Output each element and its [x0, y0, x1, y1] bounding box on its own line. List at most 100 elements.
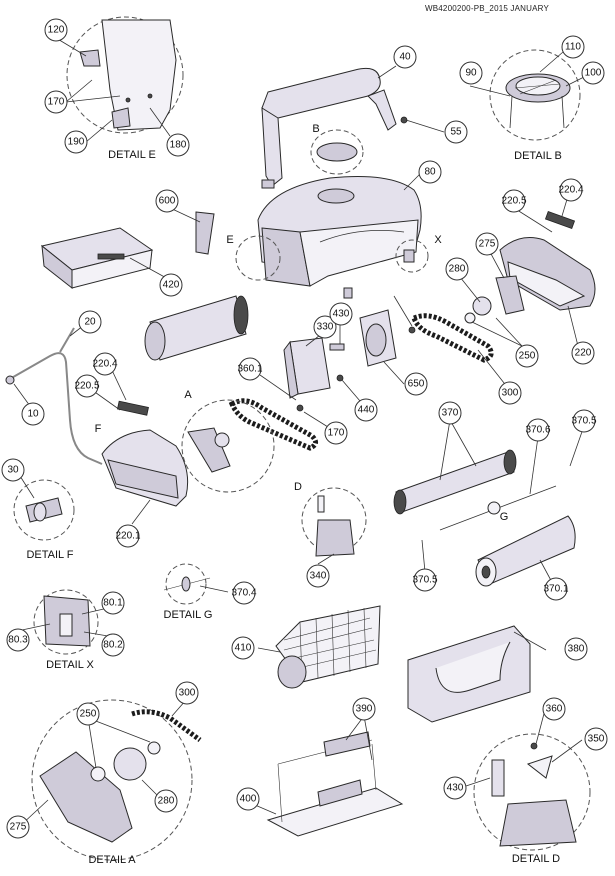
- standoff-part: [509, 95, 513, 129]
- callout-370: 370: [438, 401, 462, 425]
- pin-430-detail-part: [491, 759, 505, 797]
- clip-x-detail-part: [59, 613, 73, 637]
- filter-frame-400: [266, 731, 404, 837]
- svg-text:250: 250: [519, 351, 536, 362]
- screw-440-part: [336, 374, 344, 382]
- svg-text:370.5: 370.5: [571, 416, 596, 427]
- callout-600: 600: [155, 189, 179, 213]
- switch-600-part: [195, 211, 215, 255]
- view-letter-a: A: [184, 389, 192, 401]
- screw-360-part: [530, 742, 538, 750]
- brush-sleeve-370-1: [475, 515, 576, 587]
- svg-text:390: 390: [356, 704, 373, 715]
- view-letter-b: B: [312, 123, 319, 135]
- detail-a-circle: [31, 699, 193, 861]
- cable-nut-part: [33, 502, 47, 522]
- svg-text:280: 280: [449, 264, 466, 275]
- power-cable-part: [59, 327, 75, 353]
- svg-text:180: 180: [170, 140, 187, 151]
- svg-text:360.1: 360.1: [237, 364, 262, 375]
- svg-text:330: 330: [317, 322, 334, 333]
- callout-180: 180: [166, 133, 190, 157]
- callout-190: 190: [64, 130, 88, 154]
- callout-370-5-upper: 370.5: [571, 409, 597, 433]
- svg-text:90: 90: [465, 68, 477, 79]
- svg-text:55: 55: [450, 127, 462, 138]
- callout-370-4: 370.4: [231, 581, 257, 605]
- housing-hole-part: [317, 188, 355, 204]
- svg-text:80.3: 80.3: [8, 635, 28, 646]
- housing-contour: [319, 229, 405, 243]
- gear-280-part: [472, 296, 492, 316]
- svg-text:650: 650: [408, 379, 425, 390]
- callout-370-5-lower: 370.5: [412, 568, 438, 592]
- svg-text:100: 100: [585, 68, 602, 79]
- svg-text:360: 360: [546, 704, 563, 715]
- callout-220-4-left: 220.4: [92, 352, 118, 376]
- callout-360: 360: [542, 697, 566, 721]
- handle-arm-left-part: [261, 107, 283, 187]
- frame-clip-390-part: [317, 779, 363, 807]
- callout-275-detail: 275: [6, 815, 30, 839]
- mount-220-4-left-part: [116, 400, 149, 416]
- svg-text:80: 80: [424, 167, 436, 178]
- svg-text:370.1: 370.1: [543, 584, 568, 595]
- detail-a-label: DETAIL A: [88, 854, 136, 866]
- svg-text:220.5: 220.5: [74, 381, 99, 392]
- callout-80: 80: [418, 160, 442, 184]
- svg-text:275: 275: [10, 822, 27, 833]
- callout-80-3: 80.3: [6, 628, 30, 652]
- callout-410: 410: [231, 636, 255, 660]
- bracket-part: [79, 49, 101, 67]
- callout-250-detail: 250: [76, 702, 100, 726]
- callout-250: 250: [515, 344, 539, 368]
- callout-40: 40: [393, 45, 417, 69]
- holder-channel-part: [435, 641, 511, 693]
- svg-text:350: 350: [588, 734, 605, 745]
- svg-text:120: 120: [48, 25, 65, 36]
- callout-55: 55: [444, 120, 468, 144]
- tray-handle-part: [97, 253, 125, 260]
- roller-370-end-part: [503, 449, 517, 475]
- bushing-250-detail-part: [90, 766, 106, 782]
- motor-cap-340-part: [315, 519, 355, 557]
- cap-340-detail-part: [499, 799, 577, 847]
- detail-d-circle: [473, 733, 591, 851]
- clip-part: [111, 107, 131, 129]
- screw-3601-part: [408, 326, 416, 334]
- top-grill-view-circle: [310, 129, 364, 175]
- gear-bracket-275-detail-part: [39, 751, 133, 843]
- brush-roller-370: G: [393, 449, 557, 531]
- view-a-circle: [181, 399, 275, 493]
- handle-bar-part: [261, 67, 381, 119]
- view-circle-e: [235, 235, 281, 281]
- gear-bracket-275-part: [495, 275, 525, 315]
- main-housing: E X: [226, 176, 442, 299]
- handle-assembly: [261, 67, 408, 189]
- detail-a: DETAIL A: [31, 699, 202, 866]
- callout-430-detail: 430: [443, 776, 467, 800]
- callout-360-1-left: 360.1: [237, 357, 263, 381]
- top-grill-part: [316, 142, 358, 162]
- grill-rib-part: [519, 79, 557, 95]
- svg-text:370.5: 370.5: [412, 575, 437, 586]
- brush-roller-left: [144, 295, 249, 361]
- detail-d-label: DETAIL D: [512, 853, 560, 865]
- document-reference: WB4200200-PB_2015 JANUARY: [425, 4, 550, 13]
- callout-280: 280: [445, 257, 469, 281]
- basket-mesh-part: [283, 607, 377, 683]
- callout-370-1: 370.1: [543, 577, 569, 601]
- svg-text:10: 10: [27, 409, 39, 420]
- cable-end-part: [5, 375, 15, 385]
- svg-text:600: 600: [159, 196, 176, 207]
- clip-x-part: [403, 249, 415, 263]
- detail-b: DETAIL B: [489, 49, 581, 162]
- callout-10: 10: [21, 402, 45, 426]
- view-circle-x: [395, 239, 429, 273]
- detail-x-circle: [33, 589, 99, 655]
- callout-170-main: 170: [324, 421, 348, 445]
- svg-text:20: 20: [84, 317, 96, 328]
- view-letter-x: X: [434, 234, 442, 246]
- filter-bag-holder-380: [407, 625, 531, 723]
- detail-e: DETAIL E: [66, 16, 184, 161]
